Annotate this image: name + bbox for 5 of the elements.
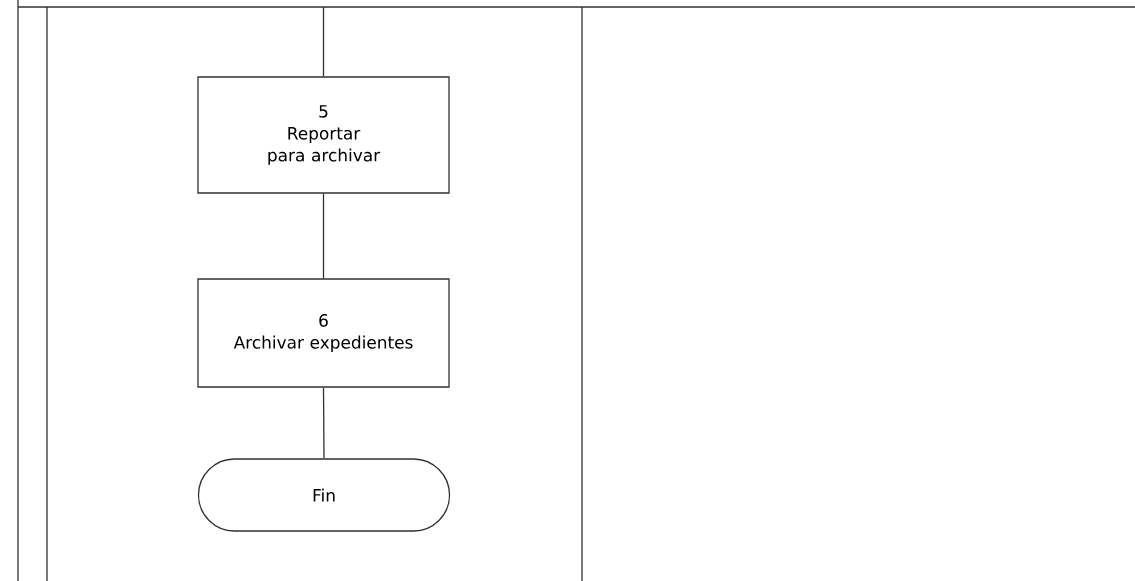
connector-line [322,6,325,77]
connector-line [322,387,325,459]
process-box: 6 Archivar expedientes [197,278,450,388]
connector-line [322,193,325,279]
process-box: 5 Reportar para archivar [197,76,450,194]
